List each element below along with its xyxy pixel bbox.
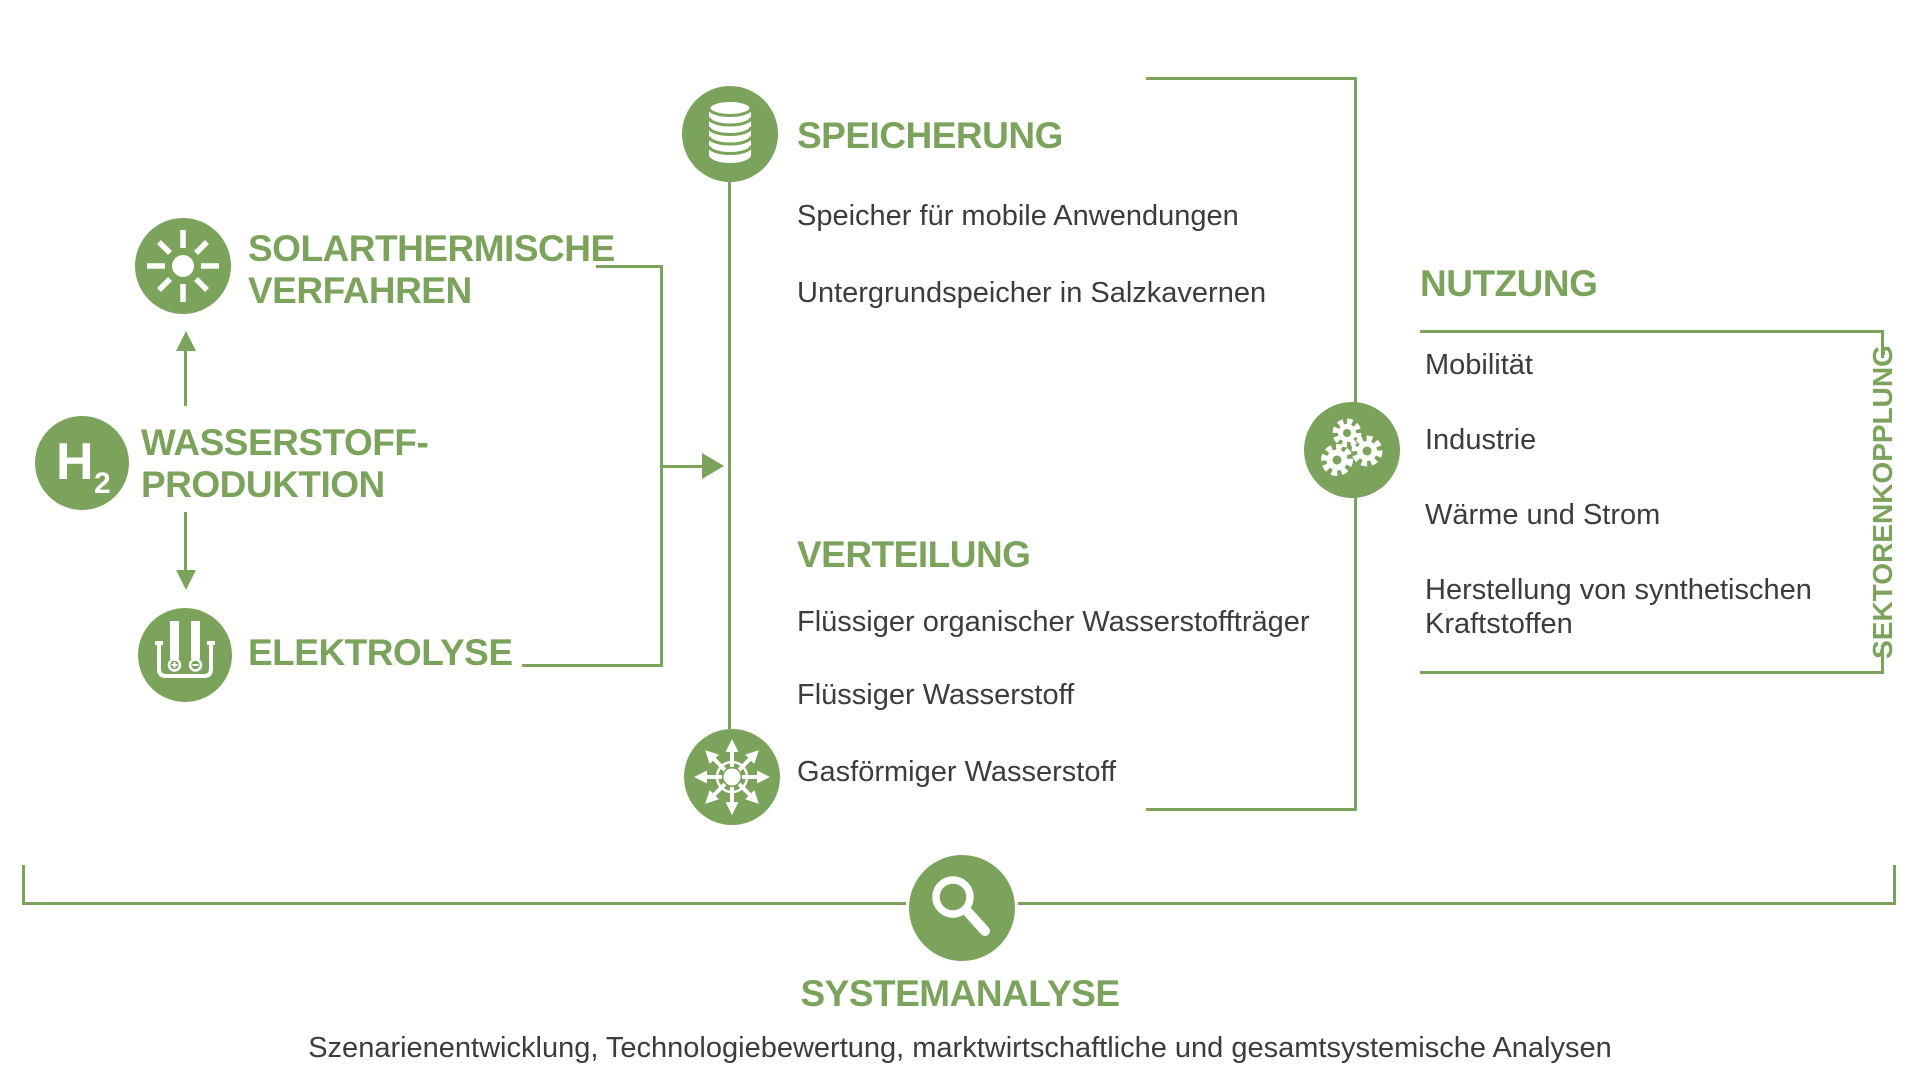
h2-icon: H 2 xyxy=(35,416,129,510)
distribution-hub-icon xyxy=(684,729,780,825)
hydrogen-production-label: WASSERSTOFF- PRODUKTION xyxy=(141,422,429,506)
distribution-item: Flüssiger organischer Wasserstoffträger xyxy=(797,606,1310,638)
usage-box-stub-bottom xyxy=(1881,645,1884,674)
usage-item: Industrie xyxy=(1425,424,1537,456)
storage-heading: SPEICHERUNG xyxy=(797,115,1063,156)
connector-center-v xyxy=(728,182,731,729)
flow-arrow-shaft xyxy=(660,465,702,468)
bracket-bottom-h-left xyxy=(22,902,906,905)
electrolysis-icon xyxy=(138,608,232,702)
distribution-item: Flüssiger Wasserstoff xyxy=(797,679,1075,711)
hydrogen-production-line2: PRODUKTION xyxy=(141,464,385,505)
bracket-bottom-stub-right xyxy=(1893,865,1896,905)
magnifier-icon xyxy=(909,855,1015,961)
solar-sun-icon xyxy=(135,218,231,314)
flow-arrow-head xyxy=(702,453,724,479)
hydrogen-production-line1: WASSERSTOFF- xyxy=(141,422,429,463)
arrow-down-shaft xyxy=(184,512,187,570)
arrow-up-shaft xyxy=(184,350,187,406)
arrow-up-head xyxy=(176,331,196,351)
usage-box-top xyxy=(1420,330,1884,333)
electrolysis-label: ELEKTROLYSE xyxy=(248,632,513,673)
bracket-bottom-h-right xyxy=(1018,902,1896,905)
connector-electrolysis-h xyxy=(522,664,663,667)
solar-label-line1: SOLARTHERMISCHE xyxy=(248,228,615,269)
connector-solar-h xyxy=(596,265,662,268)
bracket-right-bottom-h xyxy=(1146,808,1357,811)
usage-item: Herstellung von synthetischen Kraftstoff… xyxy=(1425,574,1812,640)
usage-item: Wärme und Strom xyxy=(1425,499,1661,531)
usage-item: Mobilität xyxy=(1425,349,1533,381)
h2-symbol-main: H xyxy=(56,433,94,491)
gears-icon xyxy=(1304,402,1400,498)
distribution-heading: VERTEILUNG xyxy=(797,534,1031,575)
h2-symbol-sub: 2 xyxy=(94,467,111,500)
solar-label-line2: VERFAHREN xyxy=(248,270,472,311)
system-analysis-subtitle: Szenarienentwicklung, Technologiebewertu… xyxy=(308,1032,1612,1064)
bracket-right-top-h xyxy=(1146,77,1357,80)
storage-item: Speicher für mobile Anwendungen xyxy=(797,200,1239,232)
usage-heading: NUTZUNG xyxy=(1420,263,1598,304)
arrow-down-head xyxy=(176,570,196,590)
storage-item: Untergrundspeicher in Salzkavernen xyxy=(797,277,1267,309)
storage-database-icon xyxy=(682,86,778,182)
distribution-item: Gasförmiger Wasserstoff xyxy=(797,756,1117,788)
bracket-bottom-stub-left xyxy=(22,865,25,905)
usage-box-stub-top xyxy=(1881,330,1884,358)
solar-label: SOLARTHERMISCHE VERFAHREN xyxy=(248,228,615,312)
usage-box-bottom xyxy=(1420,671,1884,674)
system-analysis-heading: SYSTEMANALYSE xyxy=(800,973,1120,1014)
